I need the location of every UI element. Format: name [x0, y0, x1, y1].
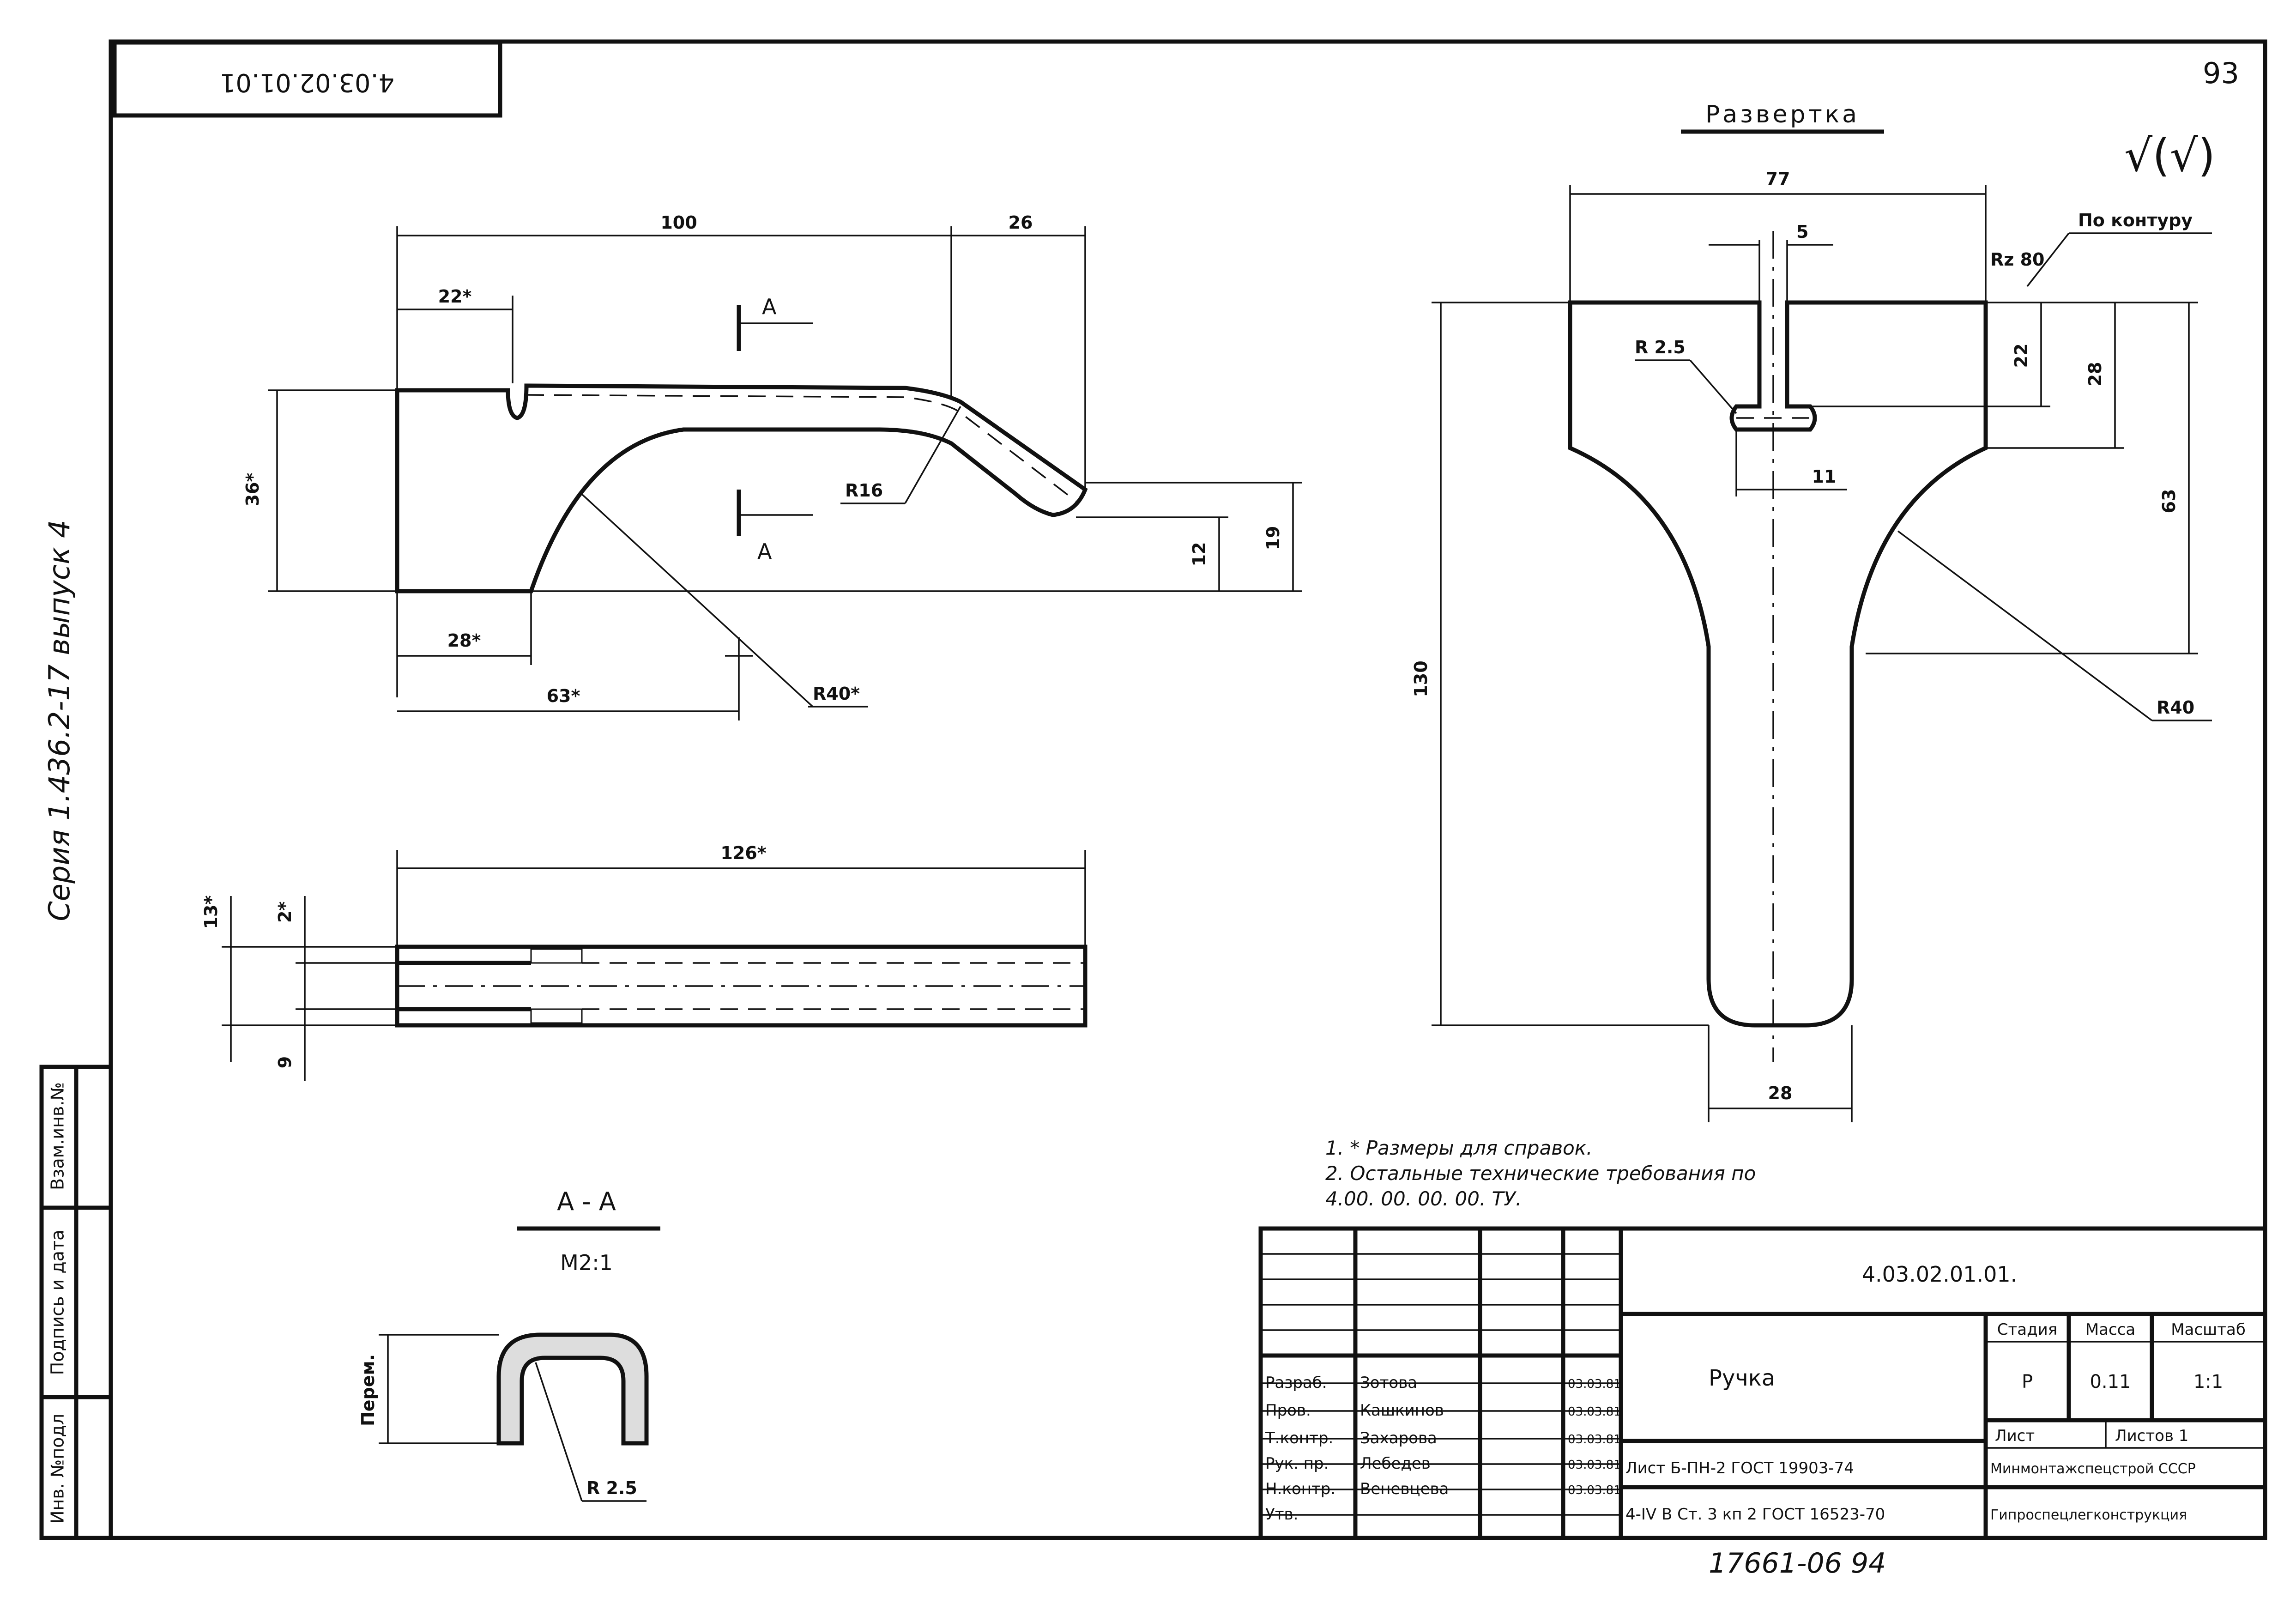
dim-r40: R40*	[813, 684, 860, 704]
dim-12: 12	[1189, 542, 1209, 567]
name-3: Лебедев	[1360, 1454, 1431, 1473]
roughness-note: По контуру	[2078, 210, 2193, 230]
unfold-dim-63: 63	[2159, 489, 2179, 514]
main-view: 100 26 22* 36* 12 19 28* 63* R16 R40* А …	[242, 212, 1302, 720]
dim-19: 19	[1263, 526, 1283, 551]
tb-doc-code: 4.03.02.01.01.	[1862, 1262, 2018, 1287]
unfold-dim-5: 5	[1796, 222, 1808, 242]
date-4: 03.03.81	[1568, 1483, 1621, 1497]
unfold-dim-r25: R 2.5	[1635, 337, 1686, 357]
main-profile	[395, 383, 1088, 593]
section-view: А - А М2:1 Перем. R 2.5	[358, 1187, 660, 1502]
role-4: Н.контр.	[1265, 1480, 1335, 1498]
technical-notes: 1. * Размеры для справок. 2. Остальные т…	[1325, 1137, 1756, 1210]
dim-r16: R16	[845, 480, 883, 501]
role-0: Разраб.	[1265, 1374, 1327, 1392]
dim-100: 100	[660, 212, 697, 233]
tb-scale: 1:1	[2193, 1371, 2223, 1392]
unfold-dim-77: 77	[1766, 169, 1790, 189]
unfold-dim-r40: R40	[2157, 697, 2194, 718]
unfold-view: Развертка 77 5 R 2.5 11 22 28 63 130	[1411, 101, 2215, 1122]
role-5: Утв.	[1265, 1505, 1298, 1524]
tb-part-name: Ручка	[1709, 1365, 1775, 1391]
dim-36: 36*	[242, 473, 263, 507]
unfold-title: Развертка	[1705, 101, 1860, 128]
bottom-code: 17661-06 94	[1709, 1547, 1886, 1580]
tb-org-2: Гипроспецлегконструкция	[1990, 1507, 2187, 1523]
tb-sheet-label: Лист	[1995, 1427, 2035, 1445]
title-block: Разраб. Зотова 03.03.81 Пров. Кашкинов 0…	[1258, 1226, 2267, 1540]
side-inv-label: Инв. №подл	[48, 1414, 68, 1524]
name-0: Зотова	[1360, 1374, 1417, 1392]
roughness-symbol: √(√)	[2124, 130, 2215, 182]
dim-9: 9	[275, 1056, 295, 1068]
section-profile	[496, 1332, 649, 1446]
unfold-dim-28b: 28	[1768, 1083, 1793, 1103]
dim-2: 2*	[275, 902, 295, 923]
dim-section-r25: R 2.5	[586, 1478, 637, 1498]
tb-mass: 0.11	[2090, 1371, 2131, 1392]
tb-scale-label: Масштаб	[2171, 1320, 2246, 1339]
section-mark-bottom: А	[757, 539, 772, 564]
rotated-stamp-code: 4.03.02.01.01	[220, 68, 394, 97]
role-2: Т.контр.	[1265, 1429, 1333, 1447]
dim-13: 13*	[201, 896, 221, 929]
side-replace-label: Взам.инв.№	[48, 1082, 68, 1190]
tb-material-1: Лист Б-ПН-2 ГОСТ 19903-74	[1625, 1459, 1854, 1477]
rotated-stamp-box	[112, 40, 502, 118]
sheet-frame	[109, 39, 2267, 1540]
tb-org-1: Минмонтажспецстрой СССР	[1990, 1461, 2196, 1477]
name-1: Кашкинов	[1360, 1401, 1444, 1420]
note-2: 2. Остальные технические требования по	[1325, 1162, 1756, 1185]
role-1: Пров.	[1265, 1401, 1311, 1420]
dim-22: 22*	[438, 286, 472, 307]
note-1: 1. * Размеры для справок.	[1325, 1137, 1592, 1159]
dim-63: 63*	[547, 686, 580, 706]
name-2: Захарова	[1360, 1429, 1437, 1447]
name-4: Веневцева	[1360, 1480, 1449, 1498]
date-2: 03.03.81	[1568, 1433, 1621, 1447]
tb-stage: Р	[2022, 1371, 2033, 1392]
role-3: Рук. пр.	[1265, 1454, 1329, 1473]
dim-126: 126*	[720, 843, 766, 863]
section-mark-top: А	[762, 294, 777, 319]
sheet-number: 93	[2203, 56, 2239, 90]
date-1: 03.03.81	[1568, 1405, 1621, 1419]
unfold-profile	[1568, 300, 1988, 1028]
unfold-dim-28: 28	[2085, 362, 2105, 387]
side-signature-label: Подпись и дата	[48, 1230, 68, 1375]
dim-26: 26	[1009, 212, 1033, 233]
section-scale: М2:1	[560, 1250, 613, 1275]
date-0: 03.03.81	[1568, 1377, 1621, 1391]
tb-stage-label: Стадия	[1997, 1320, 2057, 1339]
series-side-label: Серия 1.436.2-17 выпуск 4	[42, 520, 76, 921]
tb-mass-label: Масса	[2085, 1320, 2135, 1339]
unfold-dim-22: 22	[2011, 344, 2031, 368]
unfold-dim-130: 130	[1411, 660, 1431, 697]
date-3: 03.03.81	[1568, 1458, 1621, 1472]
note-3: 4.00. 00. 00. 00. ТУ.	[1325, 1187, 1522, 1210]
roughness-rz: Rz 80	[1990, 249, 2045, 270]
dim-28: 28*	[447, 630, 481, 651]
dim-perem: Перем.	[358, 1354, 378, 1426]
tb-sheets-label: Листов 1	[2115, 1427, 2188, 1445]
unfold-dim-11: 11	[1812, 466, 1837, 487]
tb-material-2: 4-IV В Ст. 3 кп 2 ГОСТ 16523-70	[1625, 1505, 1885, 1524]
section-title: А - А	[557, 1187, 616, 1216]
bottom-view: 126* 13* 2* 9	[201, 843, 1088, 1081]
